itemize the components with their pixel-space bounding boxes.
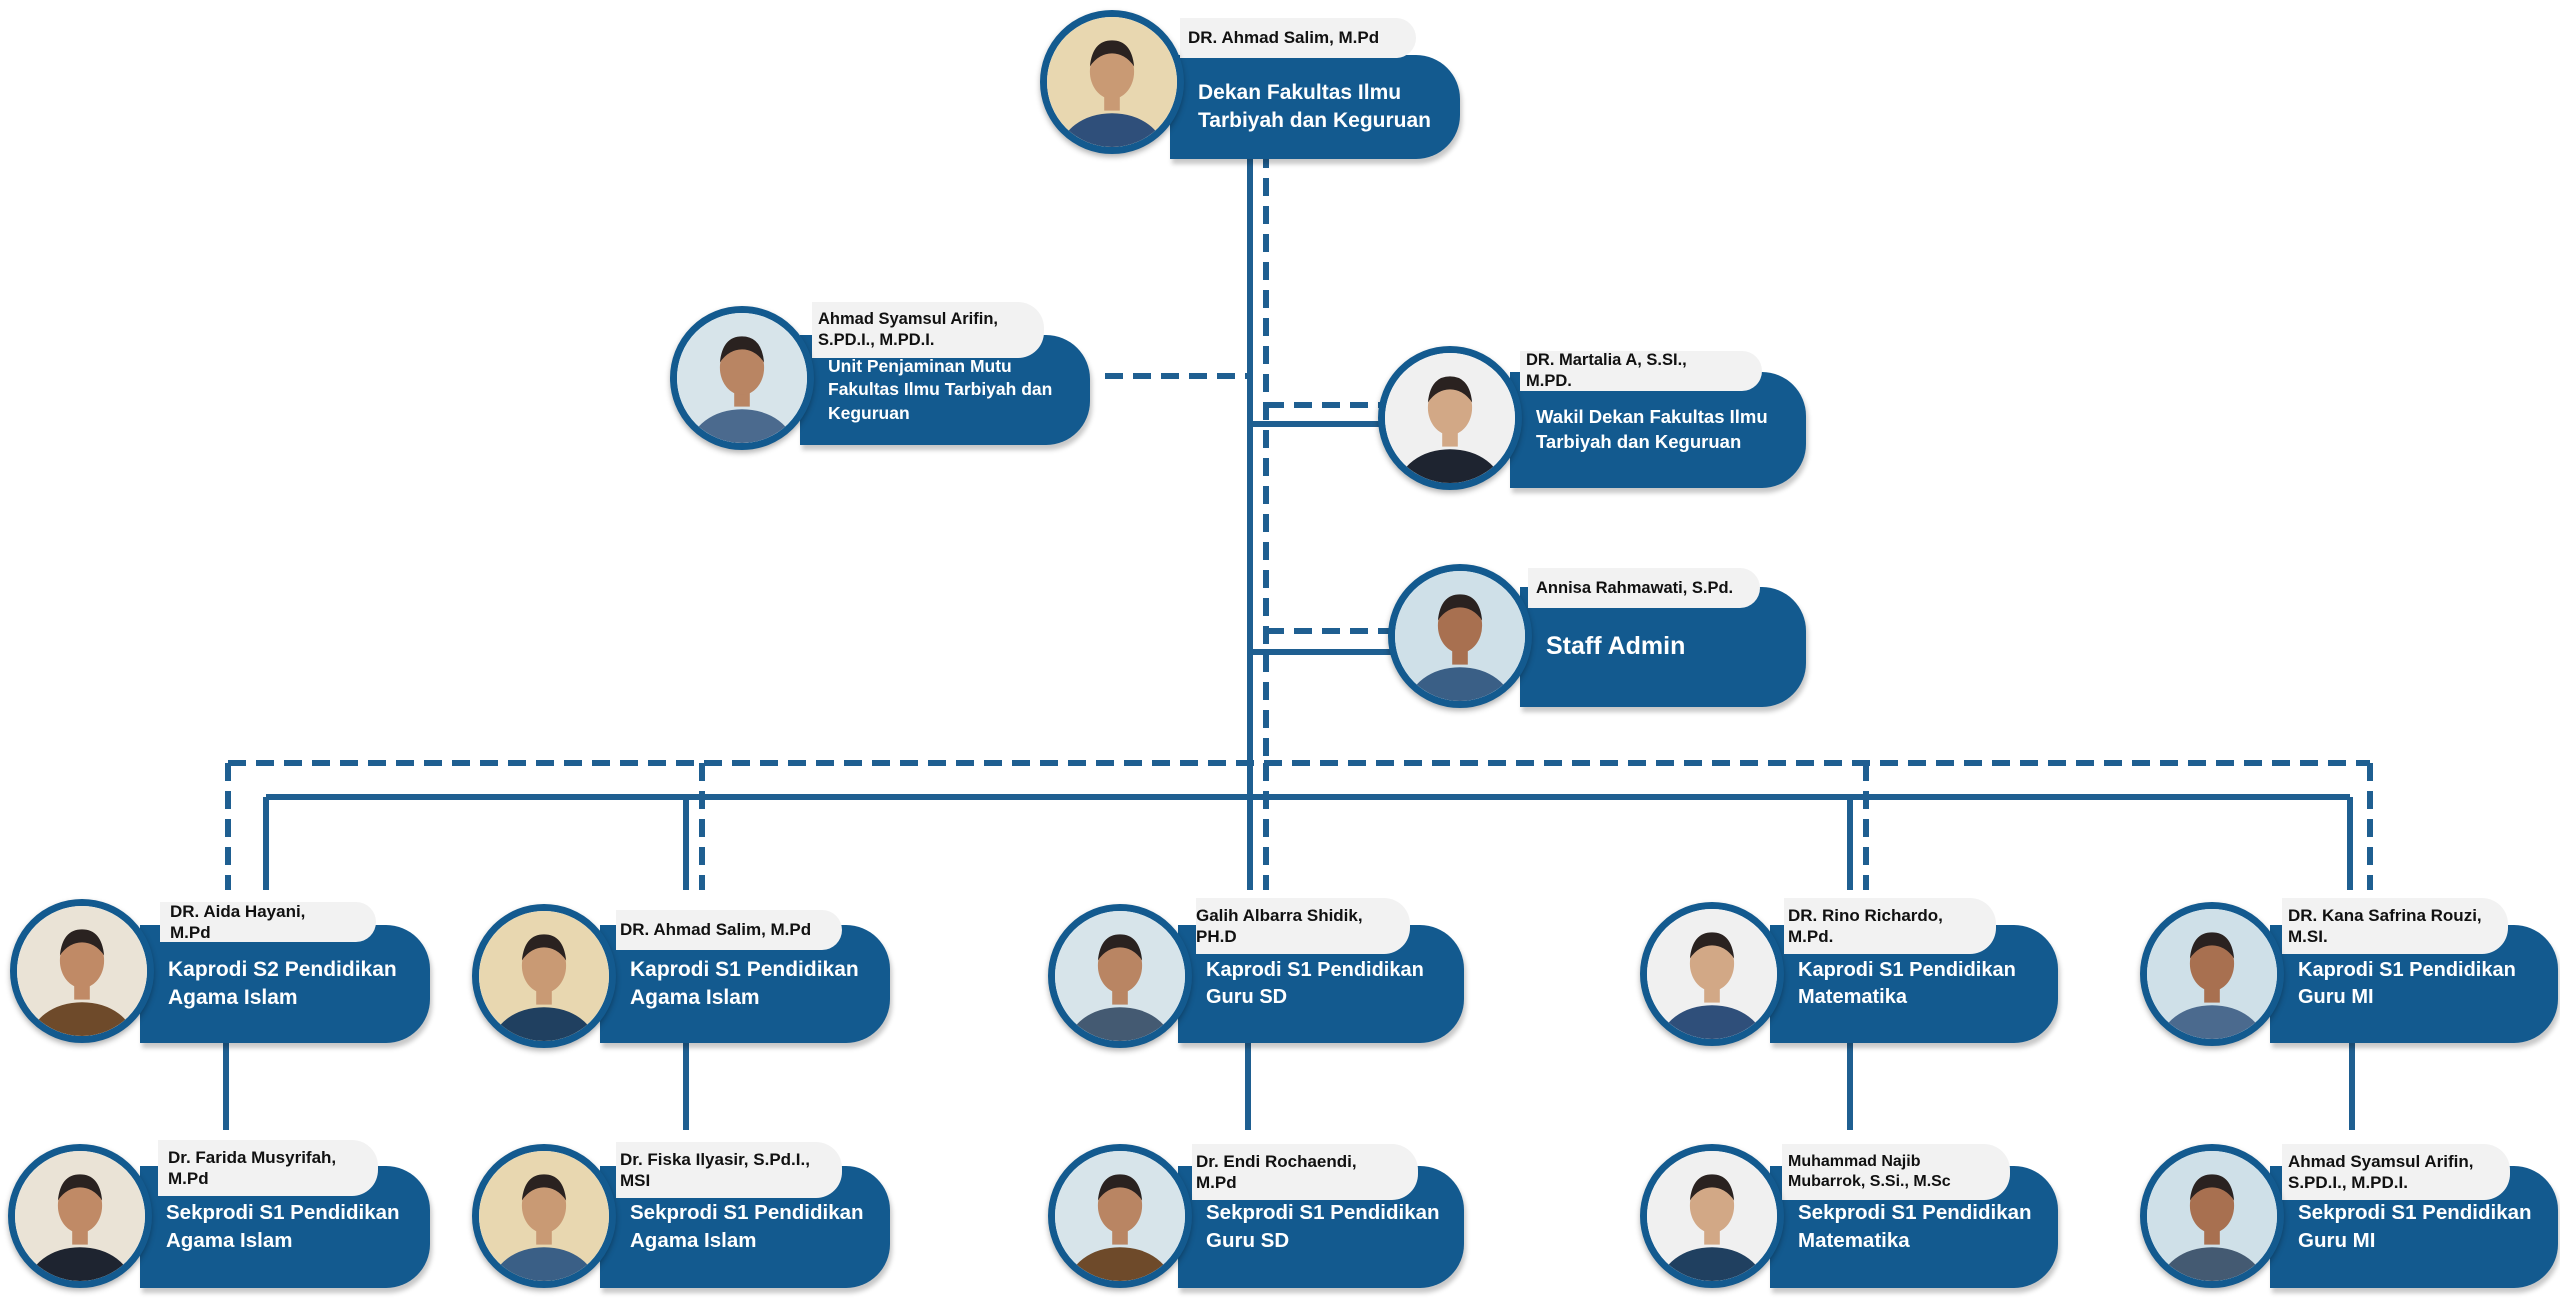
person-name: DR. Kana Safrina Rouzi, M.SI. bbox=[2282, 898, 2508, 954]
role-title: Sekprodi S1 Pendidikan Agama Islam bbox=[166, 1201, 400, 1252]
role-title: Sekprodi S1 Pendidikan Matematika bbox=[1798, 1201, 2032, 1252]
person-photo-icon bbox=[1040, 10, 1184, 154]
person-name: DR. Rino Richardo, M.Pd. bbox=[1784, 898, 1996, 954]
person-photo-icon bbox=[2140, 902, 2284, 1046]
person-photo-icon bbox=[8, 1144, 152, 1288]
role-pill: Kaprodi S2 Pendidikan Agama Islam bbox=[140, 925, 430, 1043]
role-title: Sekprodi S1 Pendidikan Guru SD bbox=[1206, 1201, 1440, 1252]
person-name: Galih Albarra Shidik, PH.D bbox=[1196, 898, 1410, 954]
role-title: Kaprodi S1 Pendidikan Agama Islam bbox=[630, 957, 859, 1009]
person-photo-icon bbox=[472, 1144, 616, 1288]
person-photo-icon bbox=[2140, 1144, 2284, 1288]
role-title: Dekan Fakultas Ilmu Tarbiyah dan Kegurua… bbox=[1198, 80, 1431, 132]
person-name: DR. Aida Hayani, M.Pd bbox=[160, 902, 376, 942]
role-title: Kaprodi S1 Pendidikan Matematika bbox=[1798, 959, 2016, 1008]
role-title: Unit Penjaminan Mutu Fakultas Ilmu Tarbi… bbox=[828, 355, 1053, 423]
person-photo-icon bbox=[1640, 1144, 1784, 1288]
role-pill: Dekan Fakultas Ilmu Tarbiyah dan Kegurua… bbox=[1170, 55, 1460, 159]
person-name: Annisa Rahmawati, S.Pd. bbox=[1528, 568, 1760, 608]
person-name: DR. Martalia A, S.SI., M.PD. bbox=[1520, 351, 1762, 391]
person-name: DR. Ahmad Salim, M.Pd bbox=[616, 910, 842, 950]
person-photo-icon bbox=[670, 306, 814, 450]
role-title: Staff Admin bbox=[1546, 632, 1686, 661]
person-photo-icon bbox=[472, 904, 616, 1048]
person-photo-icon bbox=[1378, 346, 1522, 490]
role-title: Kaprodi S2 Pendidikan Agama Islam bbox=[168, 957, 397, 1009]
person-photo-icon bbox=[1048, 904, 1192, 1048]
role-pill: Wakil Dekan Fakultas Ilmu Tarbiyah dan K… bbox=[1510, 372, 1806, 488]
person-name: Dr. Endi Rochaendi, M.Pd bbox=[1192, 1144, 1418, 1200]
role-title: Kaprodi S1 Pendidikan Guru MI bbox=[2298, 959, 2516, 1008]
person-photo-icon bbox=[1640, 902, 1784, 1046]
person-name: Dr. Farida Musyrifah, M.Pd bbox=[158, 1140, 378, 1196]
person-name: Dr. Fiska Ilyasir, S.Pd.I., MSI bbox=[616, 1142, 842, 1198]
person-name: Muhammad Najib Mubarrok, S.Si., M.Sc bbox=[1782, 1144, 2010, 1200]
role-title: Kaprodi S1 Pendidikan Guru SD bbox=[1206, 959, 1424, 1008]
person-photo-icon bbox=[1388, 564, 1532, 708]
role-title: Wakil Dekan Fakultas Ilmu Tarbiyah dan K… bbox=[1536, 406, 1768, 452]
person-photo-icon bbox=[1048, 1144, 1192, 1288]
role-title: Sekprodi S1 Pendidikan Guru MI bbox=[2298, 1201, 2532, 1252]
person-name: Ahmad Syamsul Arifin, S.PD.I., M.PD.I. bbox=[2282, 1144, 2510, 1200]
role-title: Sekprodi S1 Pendidikan Agama Islam bbox=[630, 1201, 864, 1252]
person-name: Ahmad Syamsul Arifin, S.PD.I., M.PD.I. bbox=[812, 302, 1044, 358]
person-photo-icon bbox=[10, 899, 154, 1043]
person-name: DR. Ahmad Salim, M.Pd bbox=[1180, 18, 1416, 58]
